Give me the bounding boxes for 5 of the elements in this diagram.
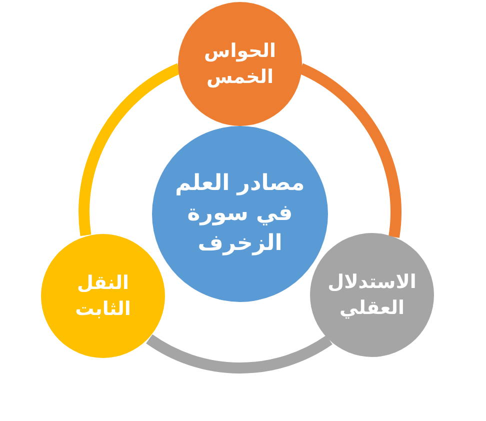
node-label: الاستدلال العقلي	[326, 270, 418, 321]
ring-arc	[146, 334, 332, 374]
node-label: النقل الثابت	[74, 270, 132, 322]
node-label: الحواس الخمس	[203, 38, 277, 90]
node-label: مصادر العلم في سورة الزخرف	[174, 170, 306, 258]
